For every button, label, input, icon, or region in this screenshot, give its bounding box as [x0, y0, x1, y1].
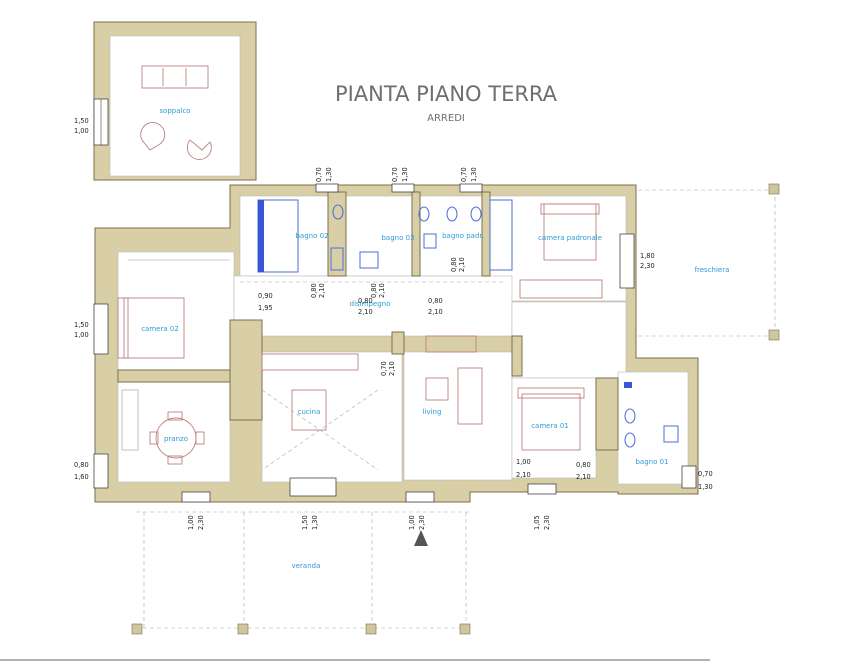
dim-top: 1,80 — [640, 252, 655, 260]
dim-top: 0,70 — [380, 361, 388, 376]
dim-bottom: 2,10 — [378, 283, 386, 298]
double-bed-icon — [123, 297, 185, 359]
dim-bottom: 2,10 — [358, 308, 373, 316]
dim-bottom: 1,00 — [74, 331, 89, 339]
room-label-veranda: veranda — [292, 562, 321, 570]
shower-icon — [489, 199, 513, 271]
room-label-camera-01: camera 01 — [531, 422, 569, 430]
sofa-icon — [141, 65, 209, 89]
pranzo: pranzo — [121, 389, 205, 465]
camera-01-label: camera 01 — [531, 422, 569, 430]
dim-top: 0,80 — [428, 297, 443, 305]
room-label-freschiera: freschiera — [695, 266, 730, 274]
windows — [93, 183, 697, 503]
dim-top: 0,70 — [315, 167, 323, 182]
veranda: veranda — [131, 511, 471, 635]
kitchen-counter-icon — [261, 353, 359, 371]
sink-icon — [663, 425, 679, 443]
sofa-icon — [457, 367, 483, 425]
double-bed-icon — [521, 393, 581, 451]
dim-top: 0,80 — [74, 461, 89, 469]
room-label-camera-02: camera 02 — [141, 325, 179, 333]
cucina: cucina — [261, 353, 379, 471]
dim-top: 1,00 — [516, 458, 531, 466]
dim-top: 1,50 — [74, 117, 89, 125]
dim-top: 0,90 — [258, 292, 273, 300]
camera-padronale-label: camera padronale — [538, 234, 602, 242]
room-label-camera-padronale: camera padronale — [538, 234, 602, 242]
dim-top: 0,80 — [576, 461, 591, 469]
dim-bottom: 2,10 — [318, 283, 326, 298]
dim-top: 0,80 — [310, 283, 318, 298]
sink-icon — [330, 247, 344, 271]
living: living — [423, 335, 483, 425]
room-label-bagno-padr: bagno padr. — [442, 232, 484, 240]
armchair-icon — [186, 139, 212, 160]
dim-bottom: 1,30 — [470, 167, 478, 182]
room-label-bagno-01: bagno 01 — [635, 458, 668, 466]
camera-01: camera 01 — [517, 387, 585, 451]
dim-bottom: 1,30 — [698, 483, 713, 491]
dim-bottom: 2,10 — [458, 257, 466, 272]
room-label-living: living — [423, 408, 442, 416]
entrance-arrow-icon — [414, 530, 428, 546]
dim-bottom: 1,30 — [325, 167, 333, 182]
room-label-cucina: cucina — [298, 408, 321, 416]
dim-bottom: 2,30 — [640, 262, 655, 270]
dim-top: 0,70 — [460, 167, 468, 182]
toilet-icon — [446, 206, 458, 222]
dim-bottom: 2,30 — [418, 515, 426, 530]
dim-bottom: 2,30 — [543, 515, 551, 530]
dim-bottom: 1,30 — [311, 515, 319, 530]
toilet-icon — [332, 204, 344, 220]
dim-bottom: 2,10 — [516, 471, 531, 479]
dim-top: 0,80 — [358, 297, 373, 305]
room-label-pranzo: pranzo — [164, 435, 188, 443]
plan-subtitle: ARREDI — [427, 113, 465, 124]
room-label-bagno-02: bagno 02 — [295, 232, 328, 240]
dim-top: 0,70 — [698, 470, 713, 478]
shower-icon — [359, 251, 379, 269]
dim-bottom: 2,10 — [428, 308, 443, 316]
toilet-icon — [624, 408, 636, 424]
camera-02: camera 02 — [117, 259, 230, 359]
dim-top: 0,70 — [391, 167, 399, 182]
dim-top: 1,50 — [301, 515, 309, 530]
dim-bottom: 1,00 — [74, 127, 89, 135]
dim-top: 0,80 — [370, 283, 378, 298]
room-label-soppalco: soppalco — [159, 107, 190, 115]
dim-top: 0,80 — [450, 257, 458, 272]
dim-bottom: 1,95 — [258, 304, 273, 312]
dim-bottom: 1,30 — [401, 167, 409, 182]
bidet-icon — [624, 432, 636, 448]
room-label-bagno-03: bagno 03 — [381, 234, 414, 242]
dimension-labels: 1,50 1,00 0,70 1,30 0,70 1,30 0,70 1,30 … — [74, 117, 713, 530]
toilet-icon — [418, 206, 430, 222]
dim-top: 1,50 — [74, 321, 89, 329]
dim-bottom: 2,30 — [197, 515, 205, 530]
plan-title: PIANTA PIANO TERRA — [335, 82, 558, 106]
dim-top: 1,00 — [408, 515, 416, 530]
armchair-icon — [140, 122, 166, 151]
bathrooms-top: bagno 02 bagno 03 bagno padr. — [257, 199, 513, 273]
sink-icon — [423, 233, 437, 249]
room-label-disimpegno: disimpegno — [350, 300, 391, 308]
camera-padronale: camera padronale — [519, 203, 603, 299]
dim-bottom: 2,10 — [388, 361, 396, 376]
toilet-icon — [470, 206, 482, 222]
dim-bottom: 1,60 — [74, 473, 89, 481]
soppalco-block: soppalco — [93, 21, 257, 181]
dim-bottom: 2,10 — [576, 473, 591, 481]
house-walls — [94, 184, 699, 503]
disimpegno: disimpegno — [240, 281, 506, 308]
dim-top: 1,05 — [533, 515, 541, 530]
bagno-01: bagno 01 — [624, 382, 679, 466]
dim-top: 1,00 — [187, 515, 195, 530]
freschiera: freschiera — [638, 183, 780, 341]
